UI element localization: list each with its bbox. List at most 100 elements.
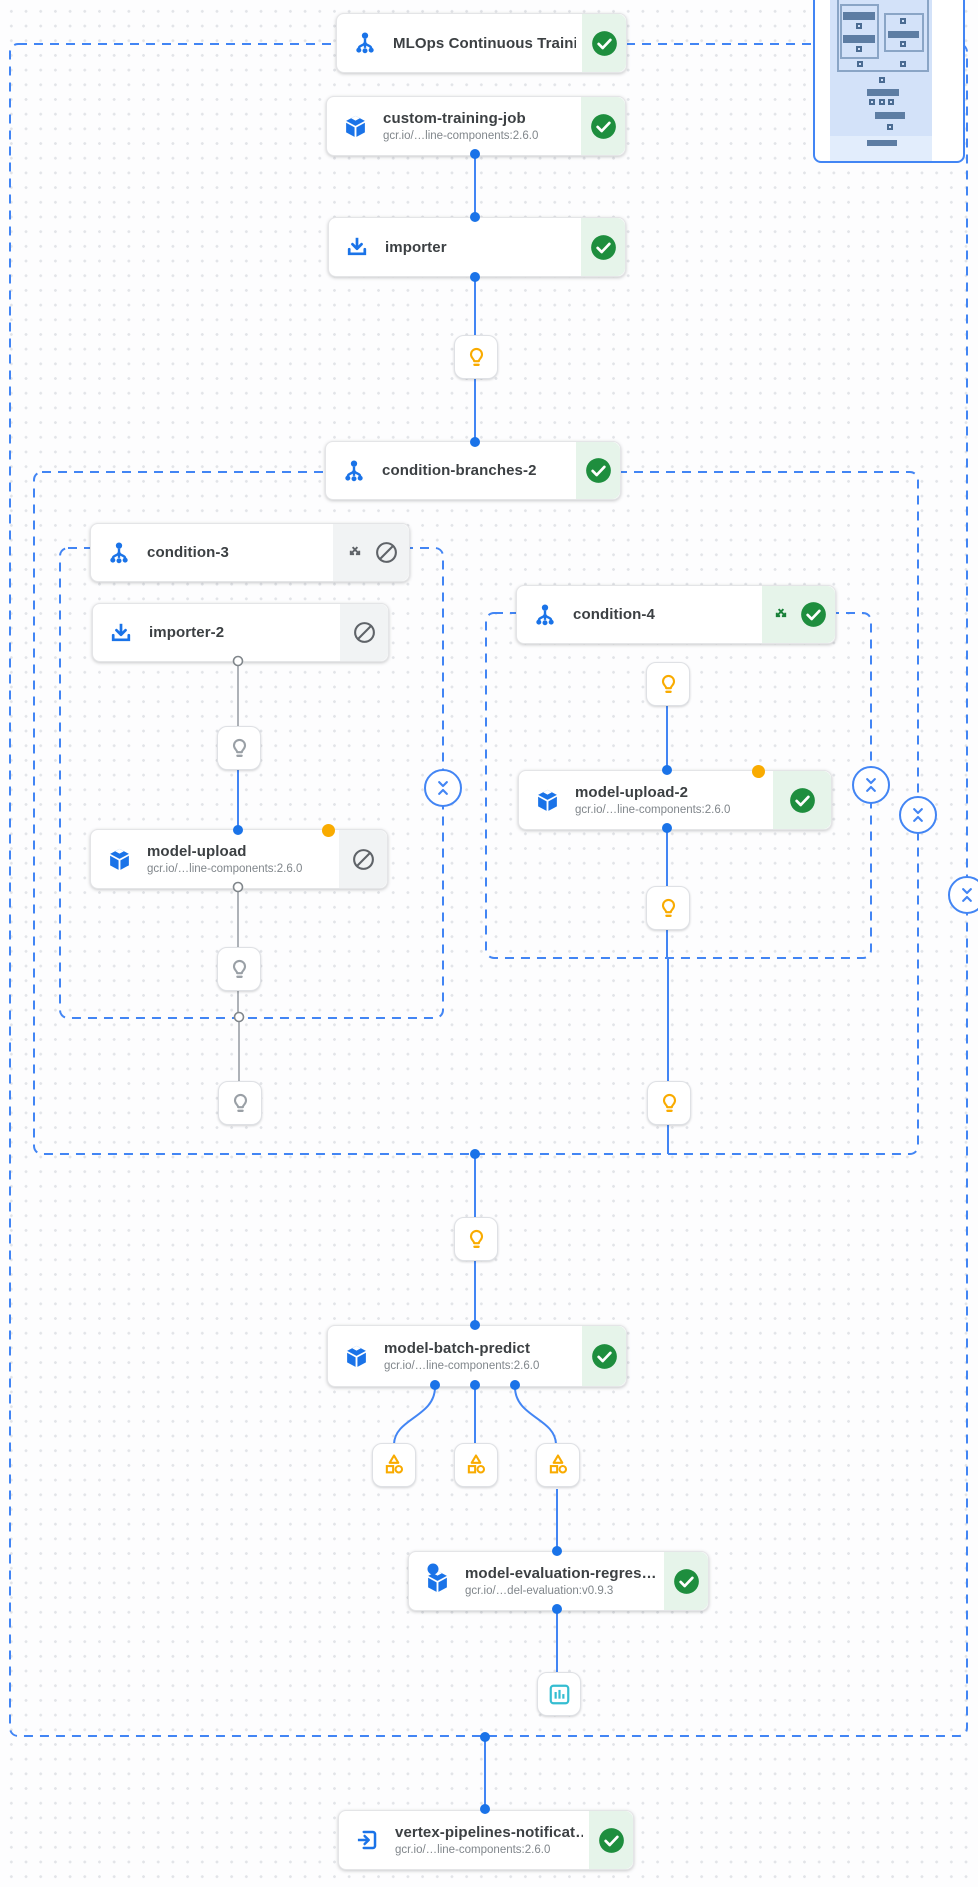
lightbulb-node[interactable] — [646, 886, 690, 930]
minimap-marker — [888, 99, 894, 105]
minimap-marker — [856, 23, 862, 29]
artifact-icon — [545, 1452, 571, 1478]
node-vertex-pipelines-notification[interactable]: vertex-pipelines-notificat… gcr.io/…line… — [338, 1810, 634, 1870]
lightbulb-node[interactable] — [454, 335, 498, 379]
lightbulb-icon — [656, 896, 681, 921]
node-title: condition-branches-2 — [382, 462, 537, 479]
node-condition-branches-2[interactable]: condition-branches-2 — [325, 441, 621, 500]
node-subtitle: gcr.io/…del-evaluation:v0.9.3 — [465, 1585, 614, 1597]
status-badge-skipped — [339, 830, 387, 888]
importer-icon — [329, 234, 385, 260]
collapse-icon — [907, 804, 929, 826]
artifact-node[interactable] — [372, 1443, 416, 1487]
lightbulb-icon — [464, 1227, 489, 1252]
node-condition-3[interactable]: condition-3 — [90, 523, 410, 582]
success-icon — [591, 1343, 618, 1370]
metrics-artifact-node[interactable] — [537, 1672, 581, 1716]
status-badge-succeeded — [581, 218, 625, 276]
collapse-group-condition-3-button[interactable] — [424, 769, 462, 807]
lightbulb-node[interactable] — [217, 726, 261, 770]
node-importer[interactable]: importer — [328, 217, 626, 277]
success-icon — [585, 457, 612, 484]
artifact-node[interactable] — [536, 1443, 580, 1487]
success-icon — [800, 601, 827, 628]
lightbulb-icon — [227, 736, 252, 761]
component-cube-icon — [519, 788, 575, 813]
metrics-icon — [547, 1682, 572, 1707]
lightbulb-icon — [227, 957, 252, 982]
node-subtitle: gcr.io/…line-components:2.6.0 — [384, 1360, 540, 1372]
node-condition-4[interactable]: condition-4 — [516, 585, 836, 644]
success-icon — [789, 787, 816, 814]
status-badge-skipped — [333, 524, 409, 581]
node-model-batch-predict[interactable]: model-batch-predict gcr.io/…line-compone… — [327, 1325, 627, 1387]
skipped-icon — [351, 847, 376, 872]
node-subtitle: gcr.io/…line-components:2.6.0 — [147, 863, 303, 875]
lightbulb-node[interactable] — [646, 662, 690, 706]
minimap-marker — [869, 99, 875, 105]
condition-icon — [517, 602, 573, 628]
status-badge-succeeded — [773, 771, 831, 829]
minimap-marker — [900, 41, 906, 47]
collapse-group-condition-branches-2-button[interactable] — [899, 796, 937, 834]
condition-icon — [337, 30, 393, 56]
component-cube-icon — [409, 1569, 465, 1594]
node-mlops-continuous-training[interactable]: MLOps Continuous Traini… — [336, 13, 627, 73]
component-cube-icon — [91, 847, 147, 872]
minimap-node — [867, 140, 897, 146]
node-subtitle: gcr.io/…line-components:2.6.0 — [575, 804, 731, 816]
importer-icon — [93, 620, 149, 646]
node-title: condition-3 — [147, 544, 229, 561]
collapse-icon — [432, 777, 454, 799]
minimap-marker — [879, 99, 885, 105]
node-title: MLOps Continuous Traini… — [393, 34, 576, 52]
success-icon — [590, 234, 617, 261]
minimap-marker — [857, 61, 863, 67]
lightbulb-icon — [657, 1091, 682, 1116]
lightbulb-icon — [656, 672, 681, 697]
artifact-icon — [463, 1452, 489, 1478]
minimap-node — [888, 31, 919, 38]
node-custom-training-job[interactable]: custom-training-job gcr.io/…line-compone… — [326, 96, 626, 156]
success-icon — [673, 1568, 700, 1595]
success-icon — [598, 1827, 625, 1854]
lightbulb-node[interactable] — [217, 947, 261, 991]
minimap[interactable] — [813, 0, 965, 163]
node-model-upload[interactable]: model-upload gcr.io/…line-components:2.6… — [90, 824, 388, 889]
minimap-marker — [887, 124, 893, 130]
status-badge-succeeded — [589, 1811, 633, 1869]
node-subtitle: gcr.io/…line-components:2.6.0 — [395, 1844, 551, 1856]
node-title: model-upload — [147, 843, 247, 860]
lightbulb-node[interactable] — [218, 1081, 262, 1125]
artifact-icon — [381, 1452, 407, 1478]
node-model-upload-2[interactable]: model-upload-2 gcr.io/…line-components:2… — [518, 765, 832, 830]
node-importer-2[interactable]: importer-2 — [92, 603, 389, 662]
node-model-evaluation-regression[interactable]: model-evaluation-regres… gcr.io/…del-eva… — [408, 1551, 709, 1611]
collapse-icon — [956, 884, 978, 906]
collapse-group-condition-4-button[interactable] — [852, 766, 890, 804]
skipped-icon — [352, 620, 377, 645]
minimap-marker — [879, 77, 885, 83]
lightbulb-node[interactable] — [647, 1081, 691, 1125]
node-subtitle: gcr.io/…line-components:2.6.0 — [383, 130, 539, 142]
cached-dot-badge — [752, 765, 765, 778]
status-badge-succeeded — [576, 442, 620, 499]
cached-dot-badge — [322, 824, 335, 837]
artifact-node[interactable] — [454, 1443, 498, 1487]
status-badge-succeeded — [582, 14, 626, 72]
minimap-node — [843, 12, 875, 20]
branch-icon — [344, 542, 366, 564]
node-title: model-evaluation-regres… — [465, 1565, 657, 1582]
collapse-group-pipeline-root-button[interactable] — [948, 876, 978, 914]
node-title: importer-2 — [149, 624, 225, 641]
minimap-marker — [900, 18, 906, 24]
status-badge-skipped — [340, 604, 388, 661]
success-icon — [590, 113, 617, 140]
skipped-icon — [374, 540, 399, 565]
lightbulb-node[interactable] — [454, 1217, 498, 1261]
status-badge-succeeded — [664, 1552, 708, 1610]
node-title: model-batch-predict — [384, 1340, 531, 1357]
collapse-icon — [860, 774, 882, 796]
node-title: condition-4 — [573, 606, 655, 623]
